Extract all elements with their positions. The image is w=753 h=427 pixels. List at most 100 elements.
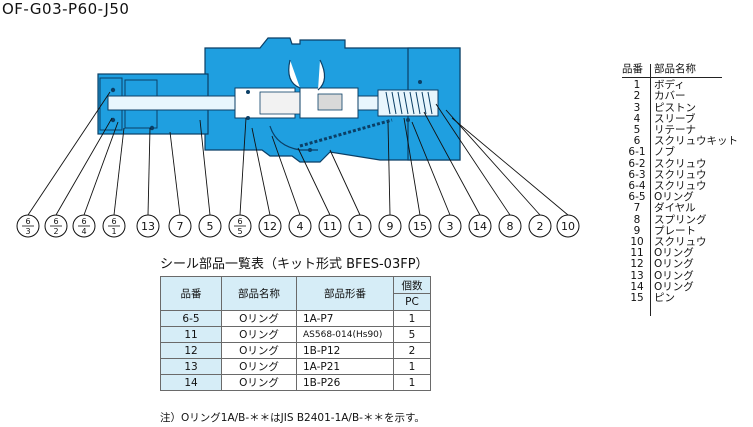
seal-table-title: シール部品一覧表（キット形式 BFES-03FP） [160, 257, 429, 272]
parts-item-name: Oリング [654, 191, 694, 204]
callout-balloon: 63 [16, 214, 40, 238]
parts-item-name: Oリング [654, 247, 694, 260]
callout-balloon: 1 [348, 214, 372, 238]
callout-frac-bottom: 5 [237, 227, 242, 236]
parts-item-name: スクリュウ [654, 236, 707, 249]
seal-cell-part: 1B-P26 [296, 374, 394, 391]
callout-balloon: 61 [102, 214, 126, 238]
parts-list-item: 6-3 スクリュウ [622, 168, 738, 181]
parts-item-name: ノブ [654, 146, 675, 159]
seal-cell-no: 11 [160, 326, 222, 343]
parts-item-name: Oリング [654, 258, 694, 271]
seal-cell-part: AS568-014(Hs90) [296, 326, 394, 343]
parts-item-no: 7 [633, 202, 641, 215]
callout-number: 12 [263, 220, 277, 233]
parts-list-header: 品番 部品名称 [622, 63, 722, 79]
callout-frac-bottom: 3 [25, 227, 30, 236]
parts-item-no: 6-1 [628, 146, 646, 159]
callout-frac-top: 6 [237, 217, 242, 226]
leader-line [27, 91, 111, 216]
parts-list-item: 5 リテーナ [622, 124, 738, 137]
callout-number: 8 [507, 220, 514, 233]
parts-item-name: ピストン [654, 101, 696, 114]
callout-balloon: 15 [408, 214, 432, 238]
callout-circle [556, 214, 580, 238]
parts-item-no: 6-4 [628, 180, 646, 193]
leader-line [83, 121, 119, 216]
parts-item-no: 6-3 [628, 168, 646, 181]
callout-balloon: 64 [72, 214, 96, 238]
parts-item-name: ボディ [654, 79, 685, 92]
parts-item-name: リテーナ [654, 124, 696, 137]
parts-item-name: カバー [654, 90, 686, 103]
callout-circle [438, 214, 462, 238]
callout-balloon: 14 [468, 214, 492, 238]
callout-balloon: 62 [44, 214, 68, 238]
seal-cell-no: 6-5 [160, 310, 222, 327]
parts-list-item: 12 Oリング [622, 259, 738, 270]
parts-item-name: ピン [654, 292, 675, 305]
callout-frac-top: 6 [53, 217, 58, 226]
callout-number: 2 [537, 220, 544, 233]
callout-circle [378, 214, 402, 238]
callout-balloon: 7 [168, 214, 192, 238]
parts-item-no: 5 [633, 124, 641, 137]
leader-line [451, 117, 569, 216]
parts-list-divider [650, 64, 651, 316]
callout-circle [136, 214, 160, 238]
parts-item-name: スクリュウ [654, 168, 707, 181]
seal-header-part: 部品形番 [296, 276, 394, 311]
callout-number: 5 [207, 220, 214, 233]
callout-circle [408, 214, 432, 238]
parts-item-no: 12 [630, 258, 644, 271]
leader-line [445, 109, 541, 216]
callout-circle [318, 214, 342, 238]
callout-balloon: 9 [378, 214, 402, 238]
parts-item-no: 2 [633, 90, 641, 103]
callout-circle [288, 214, 312, 238]
parts-item-no: 6-2 [628, 157, 646, 170]
parts-header-no: 品番 [622, 63, 643, 75]
leader-line [297, 147, 331, 216]
parts-item-no: 13 [630, 269, 644, 282]
callout-number: 15 [413, 220, 427, 233]
seal-cell-part: 1A-P7 [296, 310, 394, 327]
callout-number: 4 [297, 220, 304, 233]
callout-number: 14 [473, 220, 487, 233]
parts-item-name: プレート [654, 224, 696, 237]
callout-frac-top: 6 [111, 217, 116, 226]
parts-item-no: 6-5 [628, 191, 646, 204]
seal-cell-name: Oリング [221, 310, 297, 327]
seal-cell-name: Oリング [221, 358, 297, 375]
seal-cell-qty: 1 [393, 310, 431, 327]
seal-cell-no: 12 [160, 342, 222, 359]
seal-cell-no: 13 [160, 358, 222, 375]
seal-cell-name: Oリング [221, 342, 297, 359]
parts-item-name: スクリュウ [654, 157, 707, 170]
parts-item-no: 3 [633, 101, 641, 114]
parts-item-no: 11 [630, 247, 644, 260]
seal-header-qty-unit: PC [393, 293, 431, 311]
callout-balloon: 12 [258, 214, 282, 238]
seal-cell-qty: 5 [393, 326, 431, 343]
leader-line [147, 127, 151, 216]
callout-circle [468, 214, 492, 238]
callout-number: 7 [177, 220, 184, 233]
parts-item-no: 9 [633, 224, 641, 237]
model-title: OF-G03-P60-J50 [2, 0, 130, 18]
leader-line [435, 103, 511, 216]
seal-header-no: 品番 [160, 276, 222, 311]
parts-list-item: 9 プレート [622, 224, 738, 237]
callout-number: 9 [387, 220, 394, 233]
